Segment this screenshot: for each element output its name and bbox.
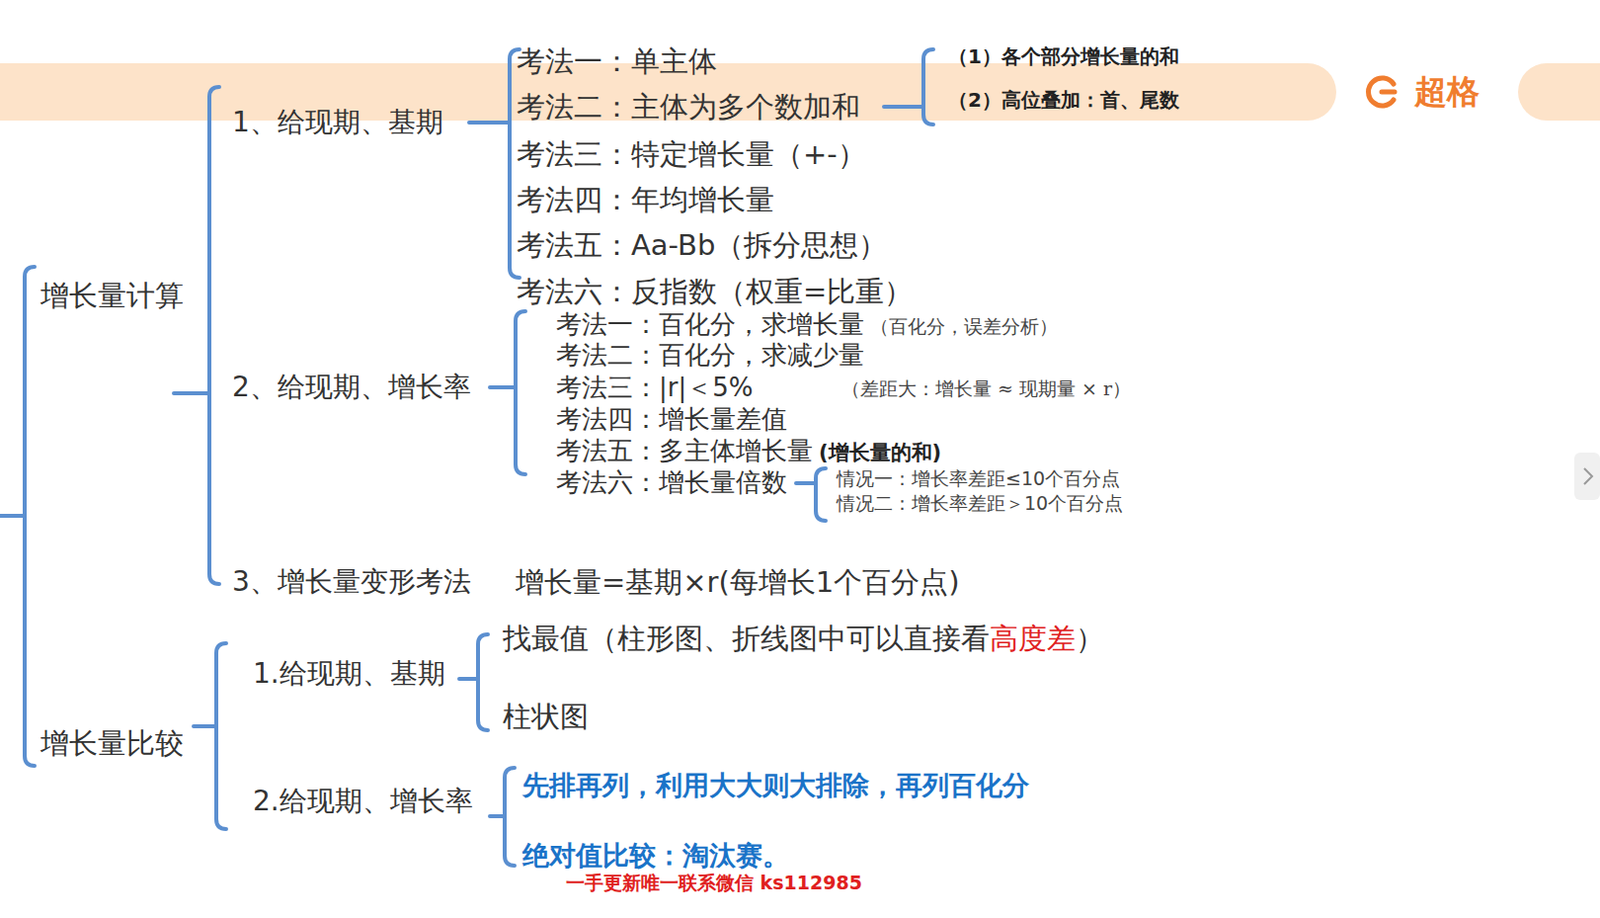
bracket [469, 49, 520, 278]
text-row: （2）高位叠加：首、尾数 [948, 87, 1180, 112]
topic-text: 先排再列，利用大大则大排除，再列百化分 [522, 769, 1030, 801]
highlight-band [1518, 63, 1600, 121]
topic-text: 考法六：增长量倍数 [556, 467, 788, 498]
text-row: 2、给现期、增长率 [232, 370, 472, 404]
annotation: (增长量的和) [818, 440, 942, 466]
text-row: （1）各个部分增长量的和 [948, 44, 1180, 69]
text-row: 2.给现期、增长率 [252, 784, 474, 818]
topic-text: 考法六：反指数（权重=比重） [516, 274, 913, 310]
text-row: 考法一：单主体 [516, 44, 718, 80]
text-row: 考法六：增长量倍数 [556, 467, 788, 498]
watermark: 一手更新唯一联系微信 ks112985 [565, 871, 863, 894]
topic-text: 增长量=基期×r(每增长1个百分点) [515, 564, 960, 600]
bracket [489, 311, 526, 475]
annotation: （百化分，误差分析） [870, 315, 1058, 338]
bracket [883, 49, 934, 125]
text-row: 找最值（柱形图、折线图中可以直接看高度差） [502, 621, 1105, 656]
highlight-text: 高度差 [989, 621, 1076, 656]
branch-topic: 2.给现期、增长率 [252, 784, 474, 818]
text-row: 考法六：反指数（权重=比重） [516, 274, 913, 310]
text-row: 1.给现期、基期 [252, 656, 446, 691]
root-topic: 增长量比较 [40, 725, 184, 761]
logo-text: 超格 [1414, 72, 1480, 112]
text-row: 情况一：增长率差距≤10个百分点 [836, 467, 1120, 490]
branch-topic: 3、增长量变形考法 [232, 564, 472, 599]
text-row: 考法三：|r|＜5% [556, 372, 753, 403]
text-row: 增长量=基期×r(每增长1个百分点) [515, 564, 960, 600]
topic-text: 考法二：主体为多个数加和 [516, 89, 861, 125]
logo-icon [1368, 78, 1395, 106]
branch-topic: 1、给现期、基期 [232, 105, 444, 140]
text-row: 3、增长量变形考法 [232, 564, 472, 599]
text-row: 考法三：特定增长量（+-） [516, 137, 867, 172]
topic-text: 考法一：单主体 [516, 44, 718, 80]
topic-text: 绝对值比较：淘汰赛。 [522, 839, 790, 872]
bracket [193, 642, 227, 829]
topic-text: 找最值（柱形图、折线图中可以直接看 [502, 621, 990, 656]
side-tab-arrow [1584, 468, 1593, 484]
text-row: 考法四：年均增长量 [516, 182, 775, 218]
text-row: 考法一：百化分，求增长量（百化分，误差分析） [556, 309, 1058, 340]
text-row: 增长量比较 [40, 725, 184, 761]
text-row: 1、给现期、基期 [232, 105, 444, 140]
root-topic: 增长量计算 [40, 278, 184, 314]
bracket [173, 86, 220, 584]
text-row: 考法二：百化分，求减少量 [556, 339, 865, 371]
text-row: 增长量计算 [40, 278, 184, 314]
text-row: 考法四：增长量差值 [556, 403, 788, 435]
side-tab [1574, 452, 1600, 500]
topic-text: 考法一：百化分，求增长量 [556, 309, 865, 340]
topic-text: 考法四：年均增长量 [516, 182, 775, 218]
bracket [0, 266, 35, 766]
text-row: （差距大：增长量 ≈ 现期量 × r） [841, 377, 1131, 400]
topic-text: 柱状图 [502, 699, 589, 734]
topic-text: 考法四：增长量差值 [556, 403, 788, 435]
topic-text: （2）高位叠加：首、尾数 [948, 87, 1180, 112]
text-row: 绝对值比较：淘汰赛。 [522, 839, 790, 872]
text-row: 柱状图 [502, 699, 589, 734]
branch-topic: 2、给现期、增长率 [232, 370, 472, 404]
topic-text: 考法三：|r|＜5% [556, 372, 753, 403]
bracket [459, 634, 488, 730]
brackets [0, 49, 934, 866]
text-row: 考法五：多主体增长量(增长量的和) [556, 435, 942, 467]
text-row: 超格 [1414, 72, 1480, 112]
text-row: 考法五：Aa-Bb（拆分思想） [516, 228, 887, 263]
text-row: 考法二：主体为多个数加和 [516, 89, 861, 125]
text-row: 一手更新唯一联系微信 ks112985 [565, 871, 863, 894]
topic-text: 情况一：增长率差距≤10个百分点 [836, 467, 1120, 490]
topic-text: 情况二：增长率差距＞10个百分点 [836, 491, 1123, 515]
topic-text: （1）各个部分增长量的和 [948, 44, 1180, 69]
topic-text: 考法五：Aa-Bb（拆分思想） [516, 228, 887, 263]
branch-topic: 1.给现期、基期 [252, 656, 446, 691]
annotation: （差距大：增长量 ≈ 现期量 × r） [841, 377, 1131, 400]
topic-text: 考法五：多主体增长量 [556, 435, 813, 467]
text-row: 先排再列，利用大大则大排除，再列百化分 [522, 769, 1030, 801]
topic-text: ） [1075, 621, 1105, 656]
topic-text: 考法二：百化分，求减少量 [556, 339, 865, 371]
topic-text: 考法三：特定增长量（+-） [516, 137, 867, 172]
bracket [489, 767, 515, 866]
text-row: 情况二：增长率差距＞10个百分点 [836, 491, 1123, 515]
bracket [796, 468, 826, 521]
